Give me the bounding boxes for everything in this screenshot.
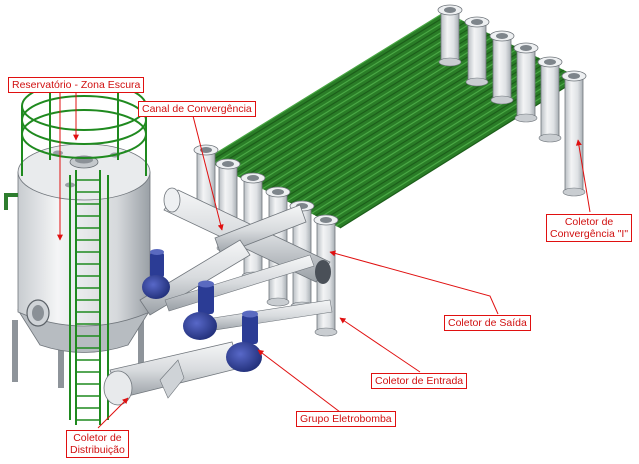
tank-leg — [58, 330, 64, 388]
convergence-collector-bottom-flange — [562, 187, 586, 197]
front-collector-opening — [200, 147, 212, 153]
tube-line — [339, 77, 581, 229]
convergence-collector-opening — [544, 59, 556, 65]
tube-line — [335, 75, 577, 227]
label-coletor-convergencia: Coletor de Convergência "I" — [546, 214, 633, 242]
convergence-collector-opening — [520, 45, 532, 51]
pump-group — [142, 249, 262, 372]
ladder-rungs — [76, 179, 100, 421]
front-collector-opening — [320, 217, 332, 223]
leader-canal — [191, 111, 224, 231]
pump-3 — [226, 310, 262, 372]
leader-coletor-entrada — [339, 317, 421, 373]
label-coletor-saida: Coletor de Saída — [444, 315, 531, 331]
convergence-collector — [540, 61, 560, 139]
front-collector-opening — [247, 175, 259, 181]
piping — [103, 187, 333, 406]
convergence-collector-bottom-flange — [514, 113, 538, 123]
label-coletor-convergencia-line2: Convergência "I" — [550, 228, 629, 240]
tube-line — [315, 65, 556, 217]
tube-line — [286, 51, 528, 202]
leader-coletor-saida — [329, 250, 499, 315]
convergence-collector-bottom-flange — [538, 133, 562, 143]
convergence-collector — [516, 47, 536, 119]
pump-1 — [142, 249, 170, 299]
ladder-cage — [21, 81, 147, 176]
label-coletor-distribuicao-line2: Distribuição — [70, 444, 125, 456]
label-canal-convergencia: Canal de Convergência — [138, 101, 256, 117]
tube-line — [290, 53, 532, 204]
convergence-collector — [440, 9, 460, 63]
tube-line — [233, 25, 474, 175]
convergence-collector-opening — [444, 7, 456, 13]
front-collector-bottom-flange — [266, 297, 290, 307]
convergence-collectors — [437, 4, 587, 197]
convergence-collector-bottom-flange — [465, 77, 489, 87]
label-coletor-convergencia-line1: Coletor de — [564, 216, 614, 228]
porthole-glass — [32, 305, 44, 321]
label-coletor-distribuicao: Coletor de Distribuição — [66, 430, 129, 458]
leader-coletor-distribuicao — [97, 397, 129, 429]
front-collector-opening — [272, 189, 284, 195]
tube-line — [216, 17, 458, 167]
tube-line — [204, 11, 446, 161]
convergence-collector-opening — [471, 19, 483, 25]
tank-return-pipe — [139, 239, 251, 316]
convergence-collector-opening — [568, 73, 580, 79]
convergence-collector — [564, 75, 584, 193]
pump-2 — [183, 280, 217, 340]
leader-lines — [57, 88, 591, 429]
leader-coletor-convergencia — [575, 139, 591, 213]
label-coletor-distribuicao-line1: Coletor de — [73, 432, 122, 444]
tube-line — [225, 21, 466, 171]
tube-line — [208, 13, 450, 163]
tube-line — [229, 23, 470, 173]
front-collector-opening — [222, 161, 234, 167]
convergence-collector-opening — [496, 33, 508, 39]
tank-leg — [138, 320, 144, 370]
label-coletor-entrada: Coletor de Entrada — [371, 373, 468, 389]
tube-line — [261, 39, 503, 190]
mid-pipe — [199, 299, 333, 333]
tube-line — [221, 19, 462, 169]
tank-leg — [12, 320, 18, 382]
tube-line — [266, 41, 507, 192]
label-grupo-eletrobomba: Grupo Eletrobomba — [296, 411, 396, 427]
label-reservatorio: Reservatório - Zona Escura — [8, 77, 145, 93]
convergence-collector — [467, 21, 487, 83]
pipe-end — [163, 187, 181, 213]
front-collector-bottom-flange — [314, 327, 338, 337]
convergence-collector-bottom-flange — [438, 57, 462, 67]
convergence-collector — [492, 35, 512, 101]
distribution-collector-end — [103, 370, 133, 406]
tube-line — [212, 15, 454, 165]
convergence-collector-bottom-flange — [490, 95, 514, 105]
side-pipe — [4, 193, 18, 210]
tube-line — [237, 27, 479, 177]
pipe-tee — [159, 359, 185, 399]
leader-grupo-eletrobomba — [257, 349, 341, 413]
pipe-end — [315, 260, 331, 284]
